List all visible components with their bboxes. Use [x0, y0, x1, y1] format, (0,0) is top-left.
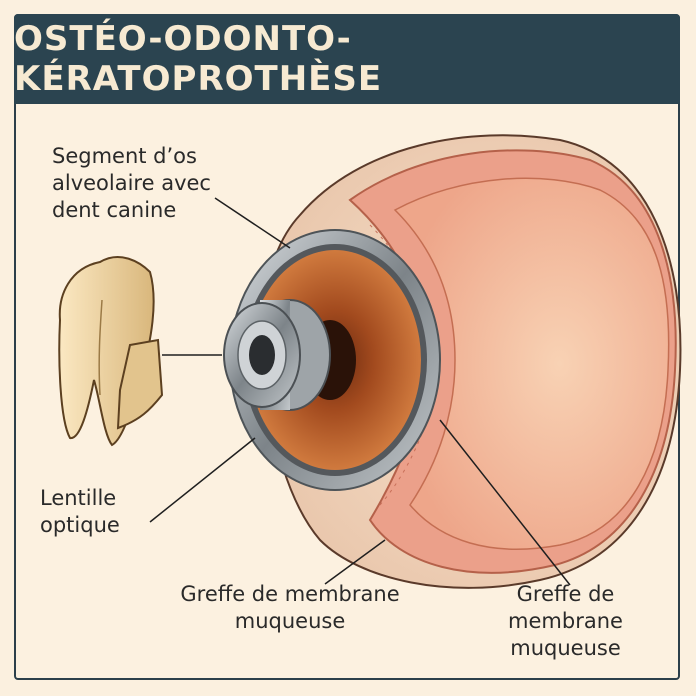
optical-lens-cylinder [223, 299, 331, 411]
leader-lines [149, 197, 571, 586]
label-optical-lens: Lentille optique [40, 486, 120, 537]
diagram-title: OSTÉO-ODONTO-KÉRATOPROTHÈSE [14, 19, 383, 99]
label-mucosa-graft-left: Greffe de membrane muqueuse [180, 582, 400, 633]
canine-tooth-icon [58, 256, 164, 447]
title-banner: OSTÉO-ODONTO-KÉRATOPROTHÈSE [14, 14, 680, 104]
label-mucosa-graft-right: Greffe de membrane muqueuse [508, 582, 623, 660]
label-bone-segment: Segment d’os alveolaire avec dent canine [52, 144, 211, 222]
